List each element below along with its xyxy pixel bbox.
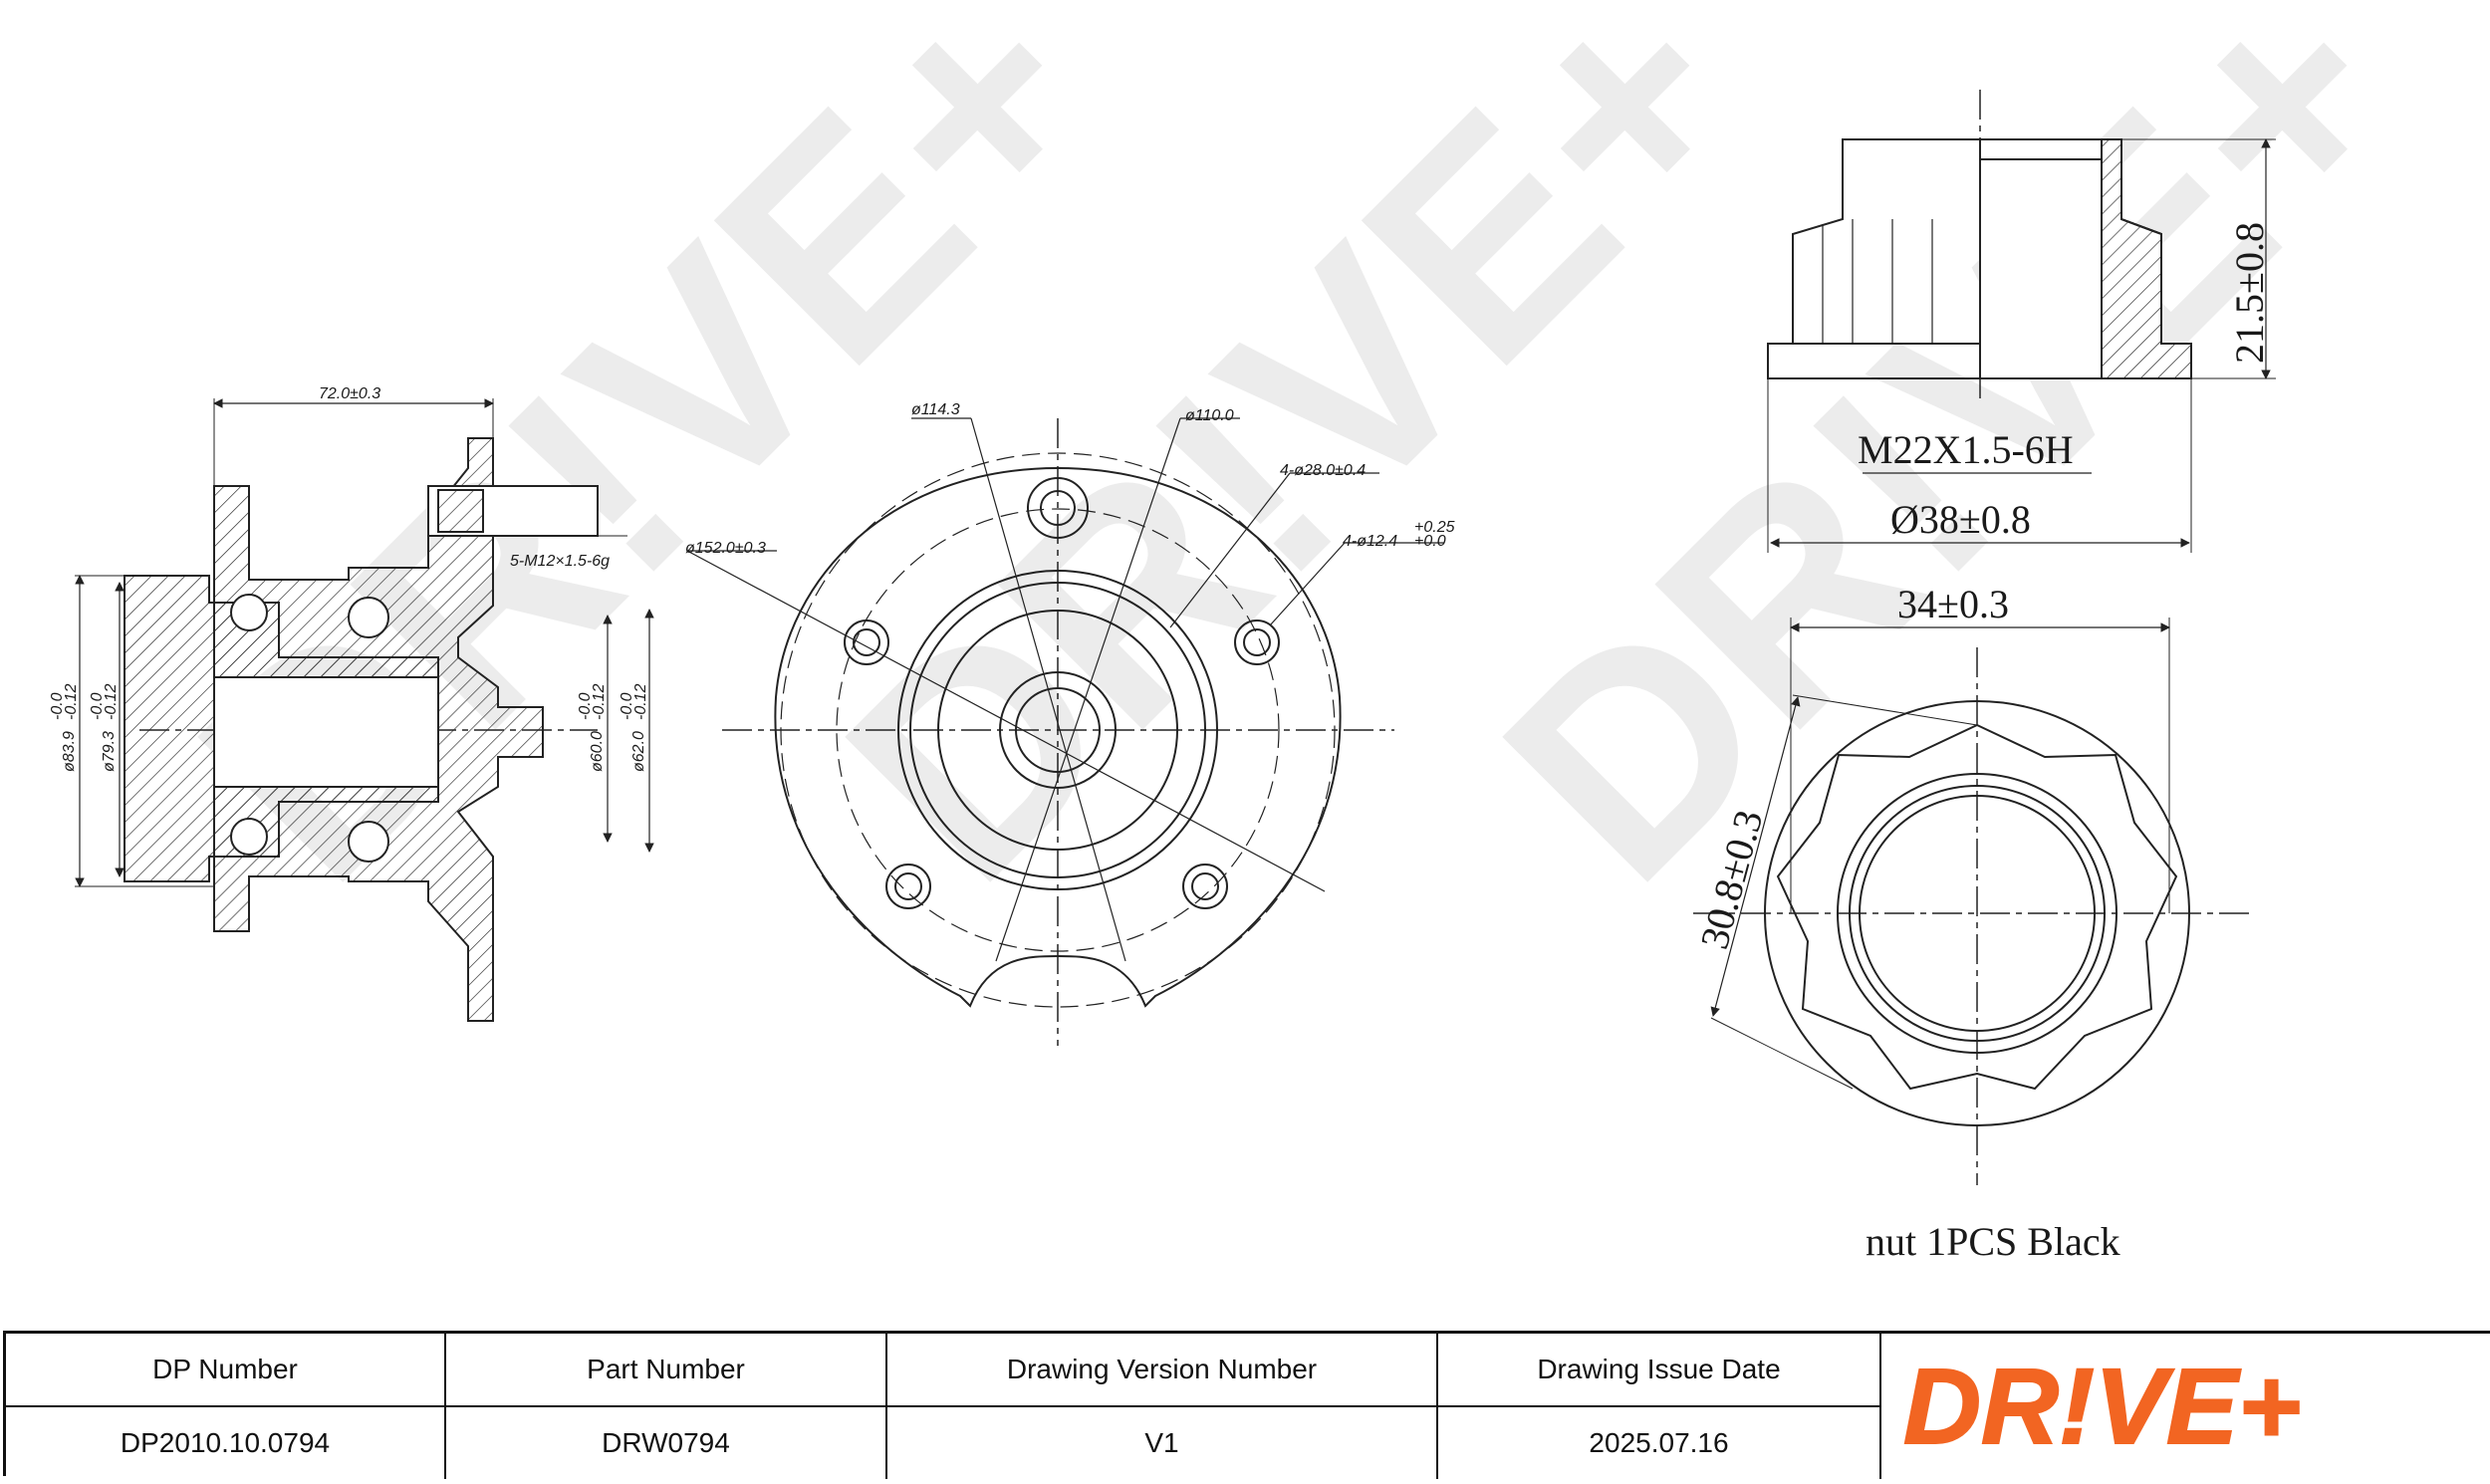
bolt-hole-inner [894,872,922,900]
dim-nut-height-label: 21.5±0.8 [2227,222,2272,364]
pilot-inner [937,610,1178,851]
issue-date-value: 2025.07.16 [1589,1427,1729,1458]
nut-side-view [1767,90,2276,553]
bolt-hole [885,864,931,909]
nut-bore-inner [1859,795,2096,1032]
nut-side-labels: 21.5±0.8 M22X1.5-6H Ø38±0.8 [1858,222,2272,542]
dim-thread-label: 5-M12×1.5-6g [510,553,610,570]
dim-outer-label: ø110.0 [1185,407,1234,424]
bolt-hole-inner [1040,490,1076,526]
leader-pcd [970,417,1126,962]
title-col-part-number: Part Number DRW0794 [446,1334,887,1479]
bolt-hole [1234,619,1280,665]
leader-holes-large [1169,472,1291,628]
bolt-hole [1027,477,1089,539]
bore-inner [1015,687,1101,773]
ext-line [1792,694,1978,726]
dim-d2-label: ø79.3 -0.0 -0.12 [89,683,120,772]
svg-text:-0.12: -0.12 [103,683,120,720]
title-col-version: Drawing Version Number V1 [887,1334,1438,1479]
svg-text:-0.12: -0.12 [632,683,649,720]
dim-width-label: 72.0±0.3 [319,385,380,402]
dim-holes-small-label: 4-ø12.4 [1343,533,1397,550]
bolt-hole [844,619,889,665]
bearing-ball [230,818,268,856]
title-col-issue-date: Drawing Issue Date 2025.07.16 [1438,1334,1881,1479]
bore-outer [999,671,1117,789]
svg-text:-0.12: -0.12 [591,683,608,720]
svg-text:ø62.0: ø62.0 [630,731,647,772]
nut-diameter-label: Ø38±0.8 [1890,497,2031,542]
nut-thread-label: M22X1.5-6H [1858,427,2074,472]
hub-section-labels: 72.0±0.3 5-M12×1.5-6g ø83.9 -0.0 -0.12 ø… [49,385,649,772]
dp-number-value: DP2010.10.0794 [120,1427,331,1458]
dim-inner-line [1710,696,1801,1017]
version-value: V1 [1144,1427,1179,1458]
svg-text:ø79.3: ø79.3 [101,731,118,772]
leader-flange [686,550,1326,892]
bearing-ball [348,597,389,638]
bolt-hole [1182,864,1228,909]
version-header: Drawing Version Number [887,1334,1436,1407]
title-block: DP Number DP2010.10.0794 Part Number DRW… [3,1331,2490,1479]
dim-holes-large-label: 4-ø28.0±0.4 [1280,462,1366,479]
pilot-outer [897,570,1218,890]
svg-text:-0.0: -0.0 [577,692,594,720]
hub-front-view [686,417,1444,1046]
hub-front-labels: ø114.3 ø110.0 4-ø28.0±0.4 ø152.0±0.3 4-ø… [685,401,1455,557]
bolt-hole-inner [853,628,880,656]
brand-logo: DR!VE+ [1902,1345,2302,1467]
hub-section-view [75,398,654,1022]
leader-outer [995,417,1181,962]
dim-d3-label: ø60.0 -0.0 -0.12 [577,683,608,772]
svg-text:-0.0: -0.0 [49,692,66,720]
nut-top-view [1693,618,2251,1185]
bolt-hole-inner [1243,628,1271,656]
title-col-dp-number: DP Number DP2010.10.0794 [6,1334,446,1479]
pilot-ring [909,582,1206,878]
dim-pcd-label: ø114.3 [911,401,960,418]
brand-logo-text: DR!VE+ [1903,1346,2301,1466]
nut-note: nut 1PCS Black [1866,1219,2120,1264]
bearing-ball [230,594,268,631]
nut-bore-outer [1837,773,2117,1054]
dim-flange-label: ø152.0±0.3 [685,540,766,557]
bearing-ball [348,821,389,863]
stud-knurl [437,489,484,533]
flange-outline [774,466,1342,1008]
dim-holes-small-tol-up: +0.25 [1414,519,1455,536]
dp-number-header: DP Number [6,1334,444,1407]
svg-text:-0.12: -0.12 [63,683,80,720]
nut-section-hatch [2101,138,2192,379]
svg-text:ø83.9: ø83.9 [61,731,78,772]
issue-date-header: Drawing Issue Date [1438,1334,1879,1407]
part-number-value: DRW0794 [602,1427,730,1458]
svg-text:-0.0: -0.0 [89,692,106,720]
dim-across-label: 34±0.3 [1897,582,2009,626]
pcd-circle [836,508,1280,952]
hub-bore [213,676,439,788]
part-number-header: Part Number [446,1334,885,1407]
svg-text:-0.0: -0.0 [619,692,635,720]
pcd-circle-outer [780,452,1336,1008]
leader-holes-small [1269,542,1346,626]
bolt-hole-inner [1191,872,1219,900]
nut-12point-profile [1776,723,2178,1091]
dim-d4-label: ø62.0 -0.0 -0.12 [619,683,649,772]
dim-holes-small-tol-low: +0.0 [1414,533,1446,550]
ext-line [1710,1017,1854,1090]
dim-d1-label: ø83.9 -0.0 -0.12 [49,683,80,772]
nut-bore-mid [1849,785,2106,1042]
svg-text:ø60.0: ø60.0 [589,731,606,772]
brand-logo-cell: DR!VE+ [1881,1334,2490,1479]
